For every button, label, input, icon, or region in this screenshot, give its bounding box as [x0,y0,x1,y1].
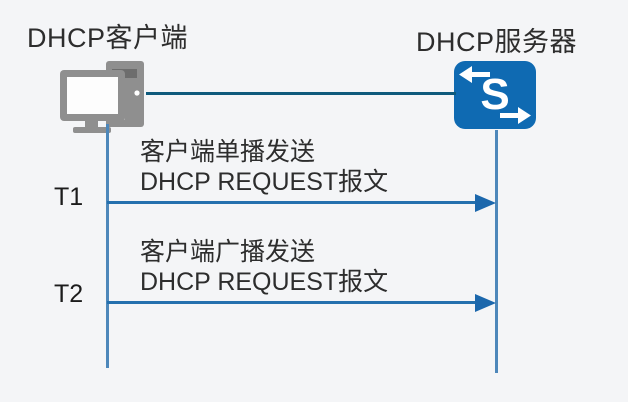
message-2-label: 客户端广播发送 DHCP REQUEST报文 [140,237,388,297]
message-2-line2: DHCP REQUEST报文 [140,268,389,296]
time-label-t1: T1 [54,183,84,211]
server-title: DHCP服务器 [416,27,578,57]
time-label-t2: T2 [54,280,84,308]
message-1-arrowhead-icon [475,193,496,212]
message-1-label: 客户端单播发送 DHCP REQUEST报文 [140,137,388,197]
client-server-link-line [146,92,456,95]
message-2-line1: 客户端广播发送 [140,238,316,266]
switch-letter: S [480,70,509,119]
server-switch-icon: S [454,61,536,134]
message-2-arrow [107,301,479,304]
message-1-arrow [107,201,479,204]
message-1-line2: DHCP REQUEST报文 [140,168,389,196]
client-lifeline [106,124,109,368]
message-2-arrowhead-icon [475,293,496,312]
server-lifeline [495,130,498,373]
client-title: DHCP客户端 [27,23,189,53]
message-1-line1: 客户端单播发送 [140,138,316,166]
client-computer-icon [58,58,150,139]
